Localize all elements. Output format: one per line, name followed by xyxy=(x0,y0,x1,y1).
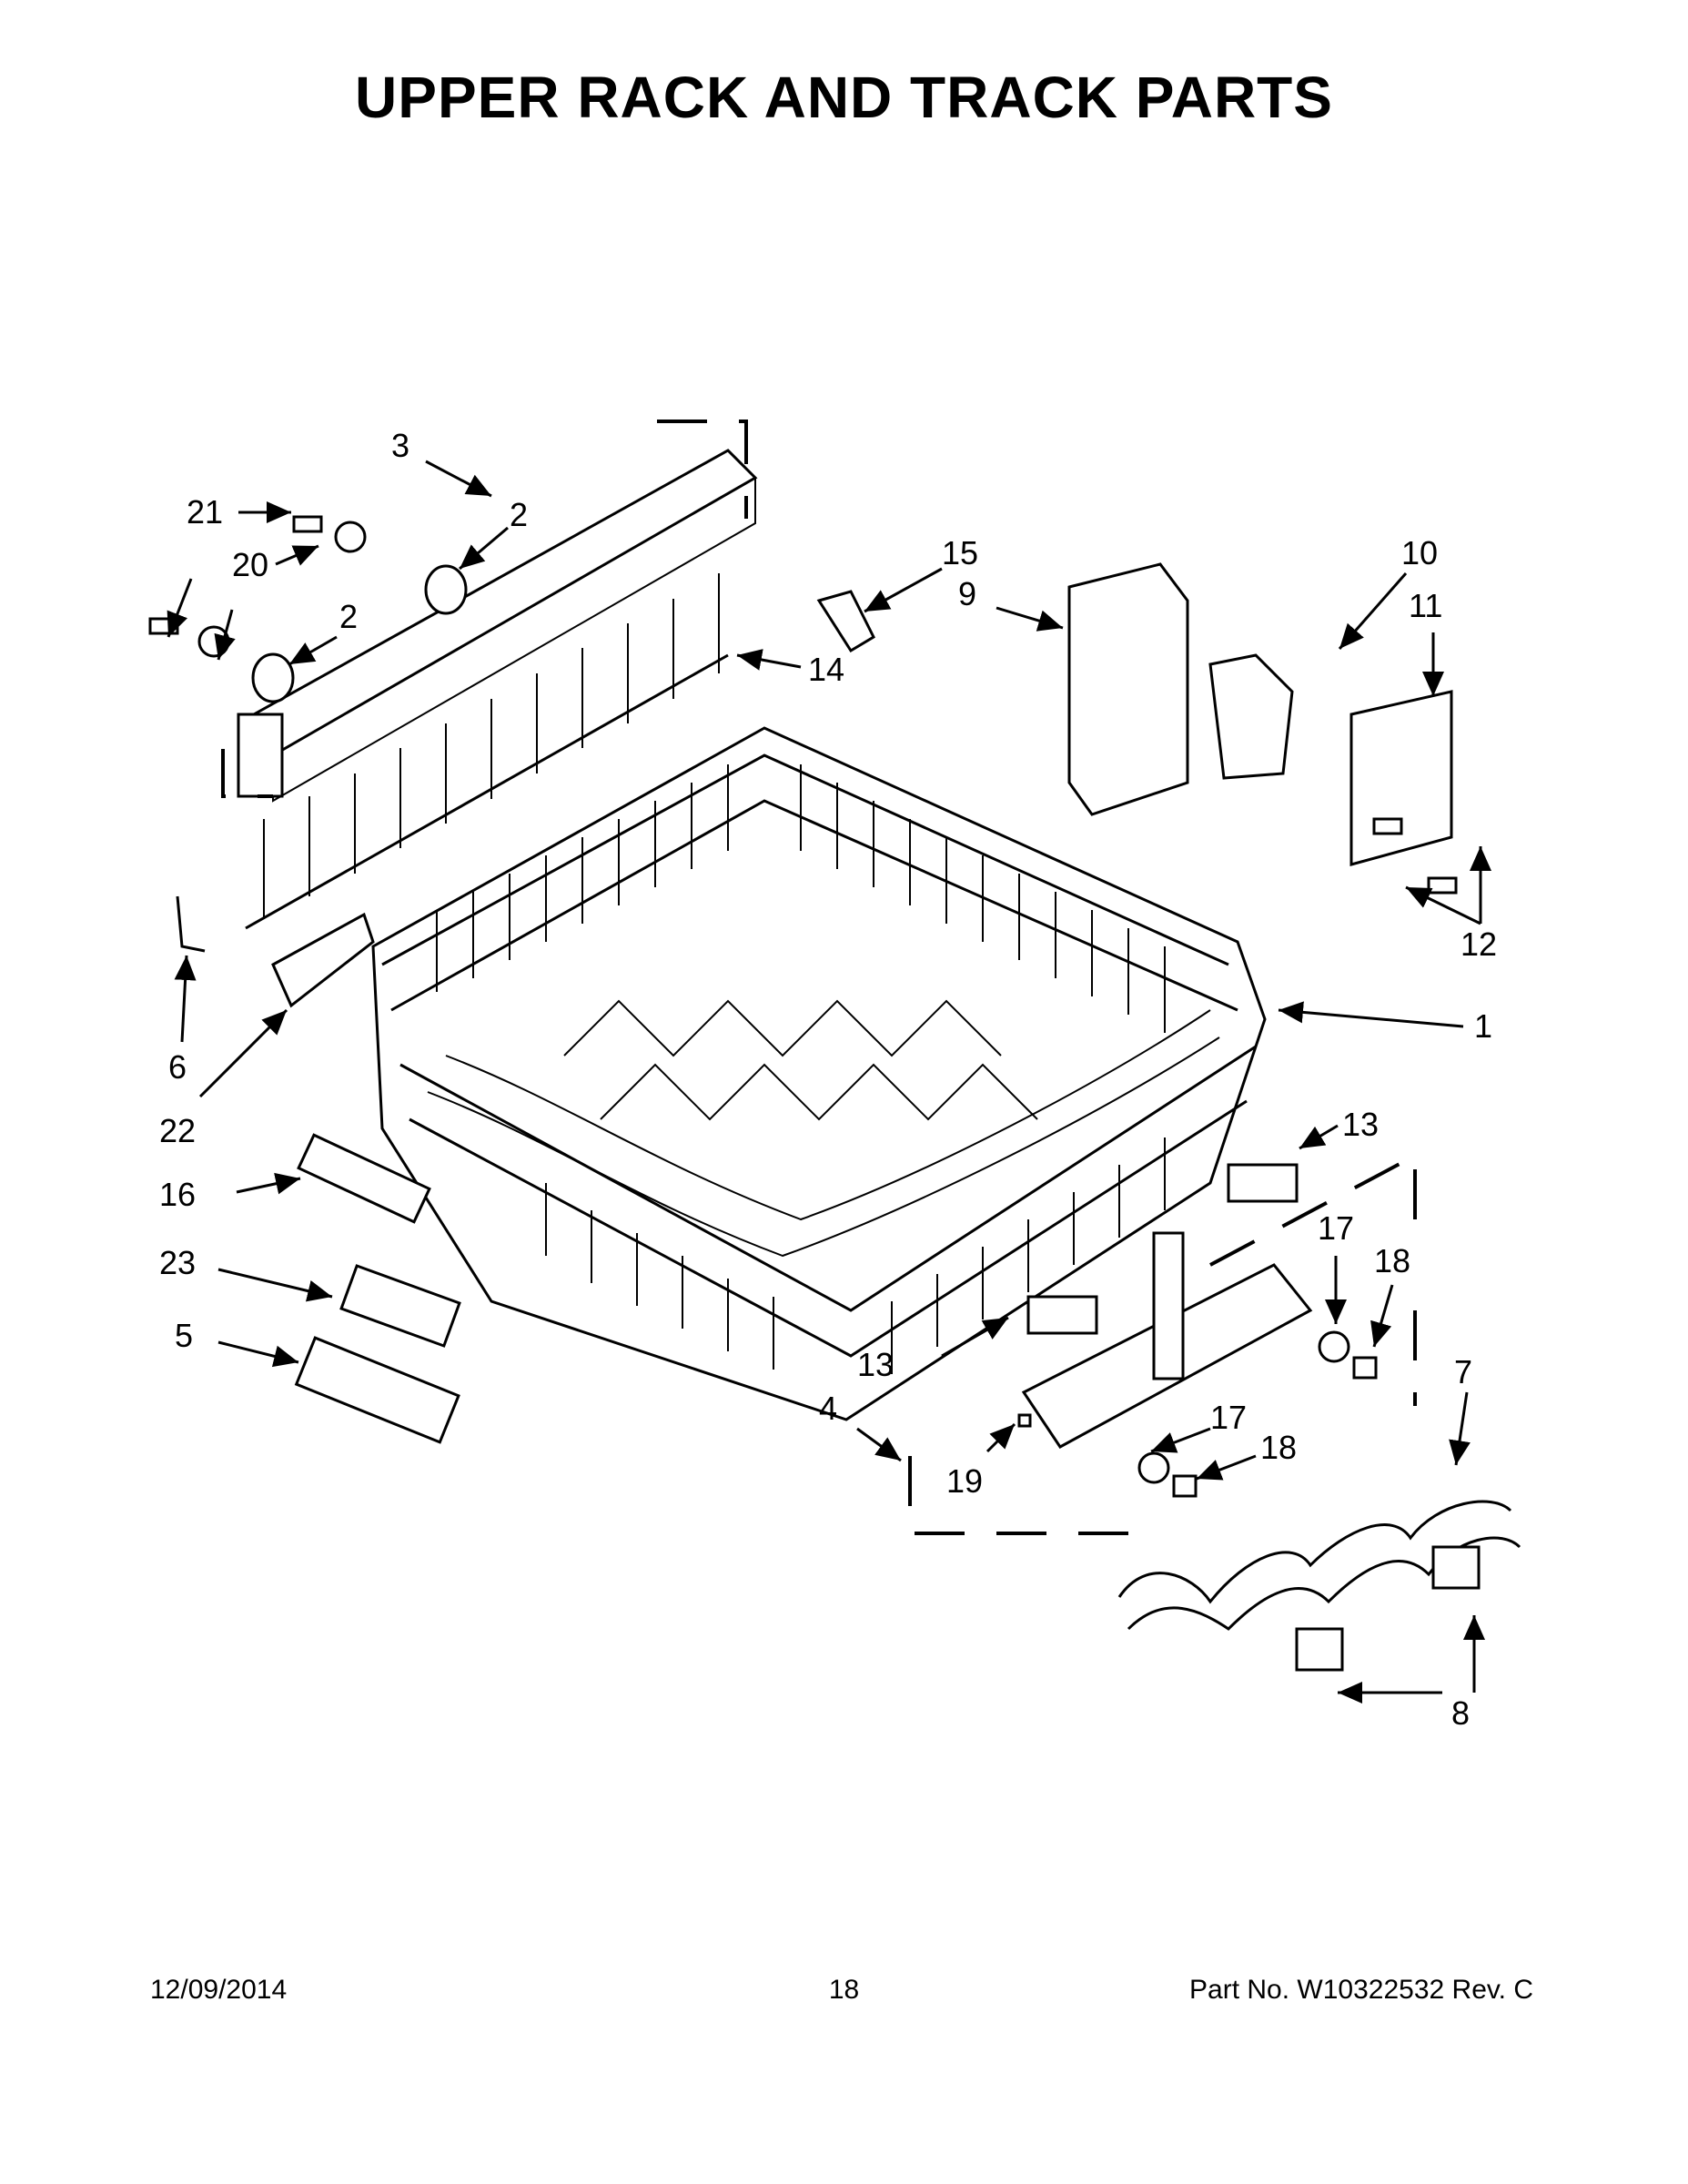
page-title: UPPER RACK AND TRACK PARTS xyxy=(355,65,1333,130)
callout-17: 17 xyxy=(1318,1209,1354,1247)
footer-page-number: 18 xyxy=(828,1975,860,2005)
callout-8: 8 xyxy=(1451,1694,1470,1732)
callout-20: 20 xyxy=(232,546,268,583)
callout-2: 2 xyxy=(510,496,528,533)
leader-lines xyxy=(167,460,1491,1704)
tine-row-and-clips xyxy=(1117,1500,1521,1672)
callout-4: 4 xyxy=(819,1390,837,1427)
callout-5: 5 xyxy=(175,1317,193,1354)
callout-15: 15 xyxy=(942,534,978,571)
callout-17: 17 xyxy=(1210,1399,1247,1436)
lower-track-assembly xyxy=(908,1152,1417,1535)
callout-13: 13 xyxy=(857,1346,894,1383)
callout-1: 1 xyxy=(1474,1007,1492,1045)
callout-9: 9 xyxy=(958,575,976,612)
callout-21: 21 xyxy=(187,493,223,531)
callout-22: 22 xyxy=(159,1112,196,1149)
callout-6: 6 xyxy=(168,1048,187,1086)
callout-labels: 1 2 2 3 4 5 6 7 8 9 10 11 12 13 13 14 15… xyxy=(159,427,1497,1732)
footer-date: 12/09/2014 xyxy=(150,1975,288,2005)
footer-part-number: Part No. W10322532 Rev. C xyxy=(1189,1975,1533,2005)
callout-18: 18 xyxy=(1260,1429,1297,1466)
callout-12: 12 xyxy=(1461,925,1497,963)
callout-10: 10 xyxy=(1401,534,1438,571)
small-parts xyxy=(148,515,1458,1498)
callout-3: 3 xyxy=(391,427,409,464)
callout-19: 19 xyxy=(946,1462,983,1500)
callout-18: 18 xyxy=(1374,1242,1410,1279)
callout-7: 7 xyxy=(1454,1353,1472,1390)
callout-16: 16 xyxy=(159,1176,196,1213)
callout-11: 11 xyxy=(1409,587,1442,624)
callout-23: 23 xyxy=(159,1244,196,1281)
callout-14: 14 xyxy=(808,651,844,688)
upper-rack xyxy=(371,726,1267,1421)
callout-2: 2 xyxy=(339,598,358,635)
callout-13: 13 xyxy=(1342,1106,1379,1143)
upper-track-assembly xyxy=(221,420,758,930)
